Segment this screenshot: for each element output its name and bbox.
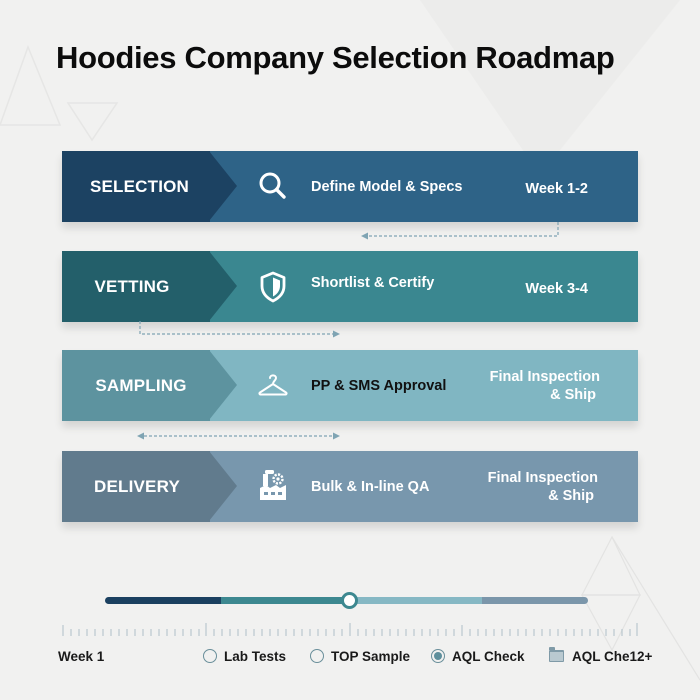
page-title: Hoodies Company Selection Roadmap	[56, 40, 615, 75]
stage-label-background	[62, 151, 210, 222]
connector-arrow-double	[137, 432, 340, 440]
legend-label: Lab Tests	[224, 648, 287, 664]
chevron-arrow	[209, 350, 237, 420]
timeline-slider-knob[interactable]	[341, 592, 358, 609]
timeline-ruler	[62, 623, 638, 636]
legend-item-lab-tests[interactable]: Lab Tests	[203, 646, 286, 666]
stage-row-vetting[interactable]: VETTING Shortlist & Certify Week 3-4	[62, 251, 638, 322]
radio-unchecked-icon[interactable]	[310, 649, 324, 663]
stage-row-selection[interactable]: SELECTION Define Model & Specs Week 1-2	[62, 151, 638, 222]
timing-text: Final Inspection	[487, 469, 598, 486]
chevron-arrow	[209, 151, 237, 221]
chevron-arrow	[209, 251, 237, 321]
progress-segment-delivery	[481, 597, 588, 604]
stage-label-background	[62, 350, 210, 421]
hanger-icon	[258, 374, 288, 396]
legend-item-aql-che12[interactable]: AQL Che12+	[549, 646, 652, 666]
stage-row-delivery[interactable]: DELIVERY Bulk & In-line QA Final Inspect…	[62, 451, 638, 522]
legend-item-top-sample[interactable]: TOP Sample	[310, 646, 410, 666]
stage-task: PP & SMS Approval	[311, 377, 447, 394]
stage-timing: Final Inspection & Ship	[490, 350, 600, 421]
week-label-text: Week 1	[58, 648, 105, 664]
stage-row-sampling[interactable]: SAMPLING PP & SMS Approval Final Inspect…	[62, 350, 638, 421]
stage-timing: Final Inspection & Ship	[488, 451, 598, 522]
timeline-legend: Week 1 Lab Tests TOP Sample AQL Check AQ…	[0, 646, 700, 666]
chevron-arrow	[209, 451, 237, 521]
stage-task: Bulk & In-line QA	[311, 478, 430, 495]
timing-text: Week 3-4	[525, 280, 588, 297]
stage-task: Define Model & Specs	[311, 178, 463, 195]
search-icon	[259, 172, 286, 199]
stage-label: SAMPLING	[95, 375, 187, 395]
legend-label: AQL Check	[452, 648, 525, 664]
connector-arrow-left	[361, 222, 559, 240]
legend-label: AQL Che12+	[572, 648, 653, 664]
radio-unchecked-icon[interactable]	[203, 649, 217, 663]
connector-arrow-right	[139, 321, 340, 338]
legend-item-aql-check[interactable]: AQL Check	[431, 646, 525, 666]
stage-timing: Week 3-4	[525, 253, 588, 324]
timing-text: & Ship	[548, 487, 594, 504]
stage-label: VETTING	[94, 276, 170, 296]
stage-task: Shortlist & Certify	[311, 274, 435, 291]
shield-icon	[260, 271, 286, 303]
timing-text: & Ship	[550, 386, 596, 403]
progress-segment-vetting	[220, 597, 357, 604]
legend-label: TOP Sample	[331, 648, 411, 664]
timing-text: Week 1-2	[525, 180, 588, 197]
stage-label-background	[62, 251, 210, 322]
progress-segment-selection	[105, 597, 221, 604]
stage-label: SELECTION	[89, 176, 190, 196]
radio-checked-icon[interactable]	[431, 649, 445, 663]
week-start-label: Week 1	[58, 646, 104, 666]
stage-label: DELIVERY	[94, 476, 180, 496]
stage-label-background	[62, 451, 210, 522]
timeline-progress-bar	[105, 597, 588, 604]
progress-segment-sampling	[356, 597, 482, 604]
factory-icon	[260, 470, 286, 500]
folder-icon[interactable]	[549, 647, 564, 662]
stage-timing: Week 1-2	[525, 153, 588, 224]
timing-text: Final Inspection	[489, 368, 600, 385]
